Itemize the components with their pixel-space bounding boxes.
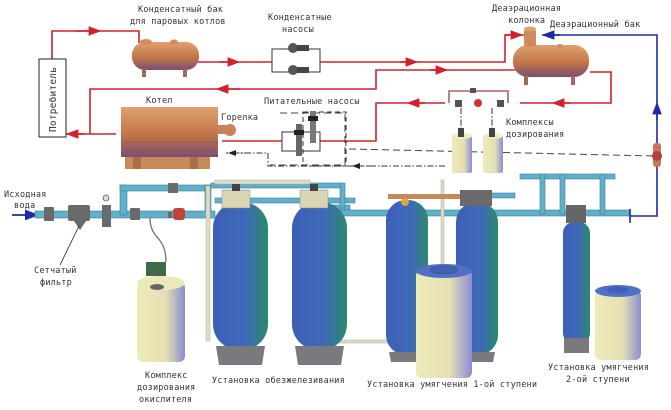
source-water-label-1: Исходная: [4, 190, 47, 200]
condensate-pumps: [271, 43, 321, 75]
brine-line: [388, 194, 463, 199]
mesh-filter-bowl: [74, 221, 86, 230]
mesh-filter-pointer: [59, 225, 80, 266]
feed-pump-2: [308, 111, 318, 143]
line-consumer-to-condensate-tank: [51, 30, 140, 60]
oxidizer-dosing-label-2: дозирования: [137, 383, 196, 393]
iron-removal-label: Установка обезжелезивания: [212, 375, 345, 386]
oxidizer-dosing-label-3: окислителя: [139, 395, 192, 405]
iron-removal-filter-2: [292, 184, 347, 365]
oxidizer-dosing-complex: [137, 217, 185, 362]
mesh-filter-body: [68, 205, 90, 221]
line-pumps-to-deaerator: [320, 34, 525, 63]
condensate-pumps-label-1: Конденсатные: [268, 13, 332, 23]
deaeration-tank: [513, 26, 589, 85]
bypass-valve: [168, 183, 178, 193]
mesh-filter-label-2: фильтр: [40, 278, 72, 288]
condensate-pump-1: [288, 43, 309, 53]
inlet-valves: [44, 183, 185, 230]
boiler: [121, 107, 236, 169]
check-valve: [130, 208, 140, 220]
feed-pumps-label: Питательные насосы: [264, 97, 360, 107]
condensate-tank: [132, 39, 199, 77]
control-dashdot-lines: [226, 108, 493, 169]
feed-pump-1: [294, 124, 304, 156]
condensate-pump-2: [288, 65, 309, 75]
deaeration-column: [524, 29, 536, 47]
iron-removal-filter-1: [213, 184, 268, 365]
steam-condensate-lines: [51, 26, 612, 142]
condensate-pumps-label-2: насосы: [282, 25, 314, 35]
oxidizer-dosing-label-1: Комплекс: [145, 371, 188, 381]
mesh-filter-label-1: Сетчатый: [34, 266, 77, 276]
softening-stage2-label-2: 2-ой ступени: [566, 375, 630, 385]
boiler-label: Котел: [146, 96, 173, 106]
water-meter: [173, 208, 185, 220]
softening-stage2-label-1: Установка умягчения: [548, 363, 649, 373]
deaeration-column-label-2: колонка: [508, 16, 545, 26]
condensate-tank-label-2: для паровых котлов: [130, 17, 226, 27]
deaeration-column-label-1: Деаэрационная: [492, 4, 561, 14]
pressure-reducer: [102, 205, 111, 227]
inlet-gate-valve: [44, 207, 54, 221]
dosing-manifold: [448, 88, 509, 107]
consumer-label: Потребитель: [48, 67, 59, 132]
brine-tank-stage1: [416, 264, 472, 378]
softener-stage2-column: [563, 205, 590, 353]
dosing-complexes-label-2: дозирования: [506, 130, 565, 140]
makeup-flow-meter: [652, 143, 662, 167]
line-manifold-to-feedpumps: [320, 102, 445, 142]
line-boiler-steam-to-deaerator: [89, 69, 515, 134]
condensate-tank-label-1: Конденсатный бак: [138, 4, 223, 15]
dosing-complex-1: [452, 128, 472, 173]
pressure-gauge: [102, 194, 110, 202]
makeup-water-line: [541, 30, 662, 217]
feed-pumps: [281, 111, 347, 167]
brine-tank-stage2: [595, 285, 641, 360]
softening-stage1-label: Установка умягчения 1-ой ступени: [367, 380, 537, 390]
burner: [218, 124, 236, 136]
deaeration-tank-label: Деаэрационный бак: [550, 19, 640, 30]
dosing-complex-2: [483, 128, 503, 173]
control-signal-lines: [270, 112, 656, 166]
dosing-complexes-label-1: Комплексы: [506, 118, 554, 128]
source-water-label-2: вода: [14, 201, 35, 211]
burner-label: Горелка: [221, 113, 258, 123]
consumer-block: Потребитель: [38, 58, 67, 138]
